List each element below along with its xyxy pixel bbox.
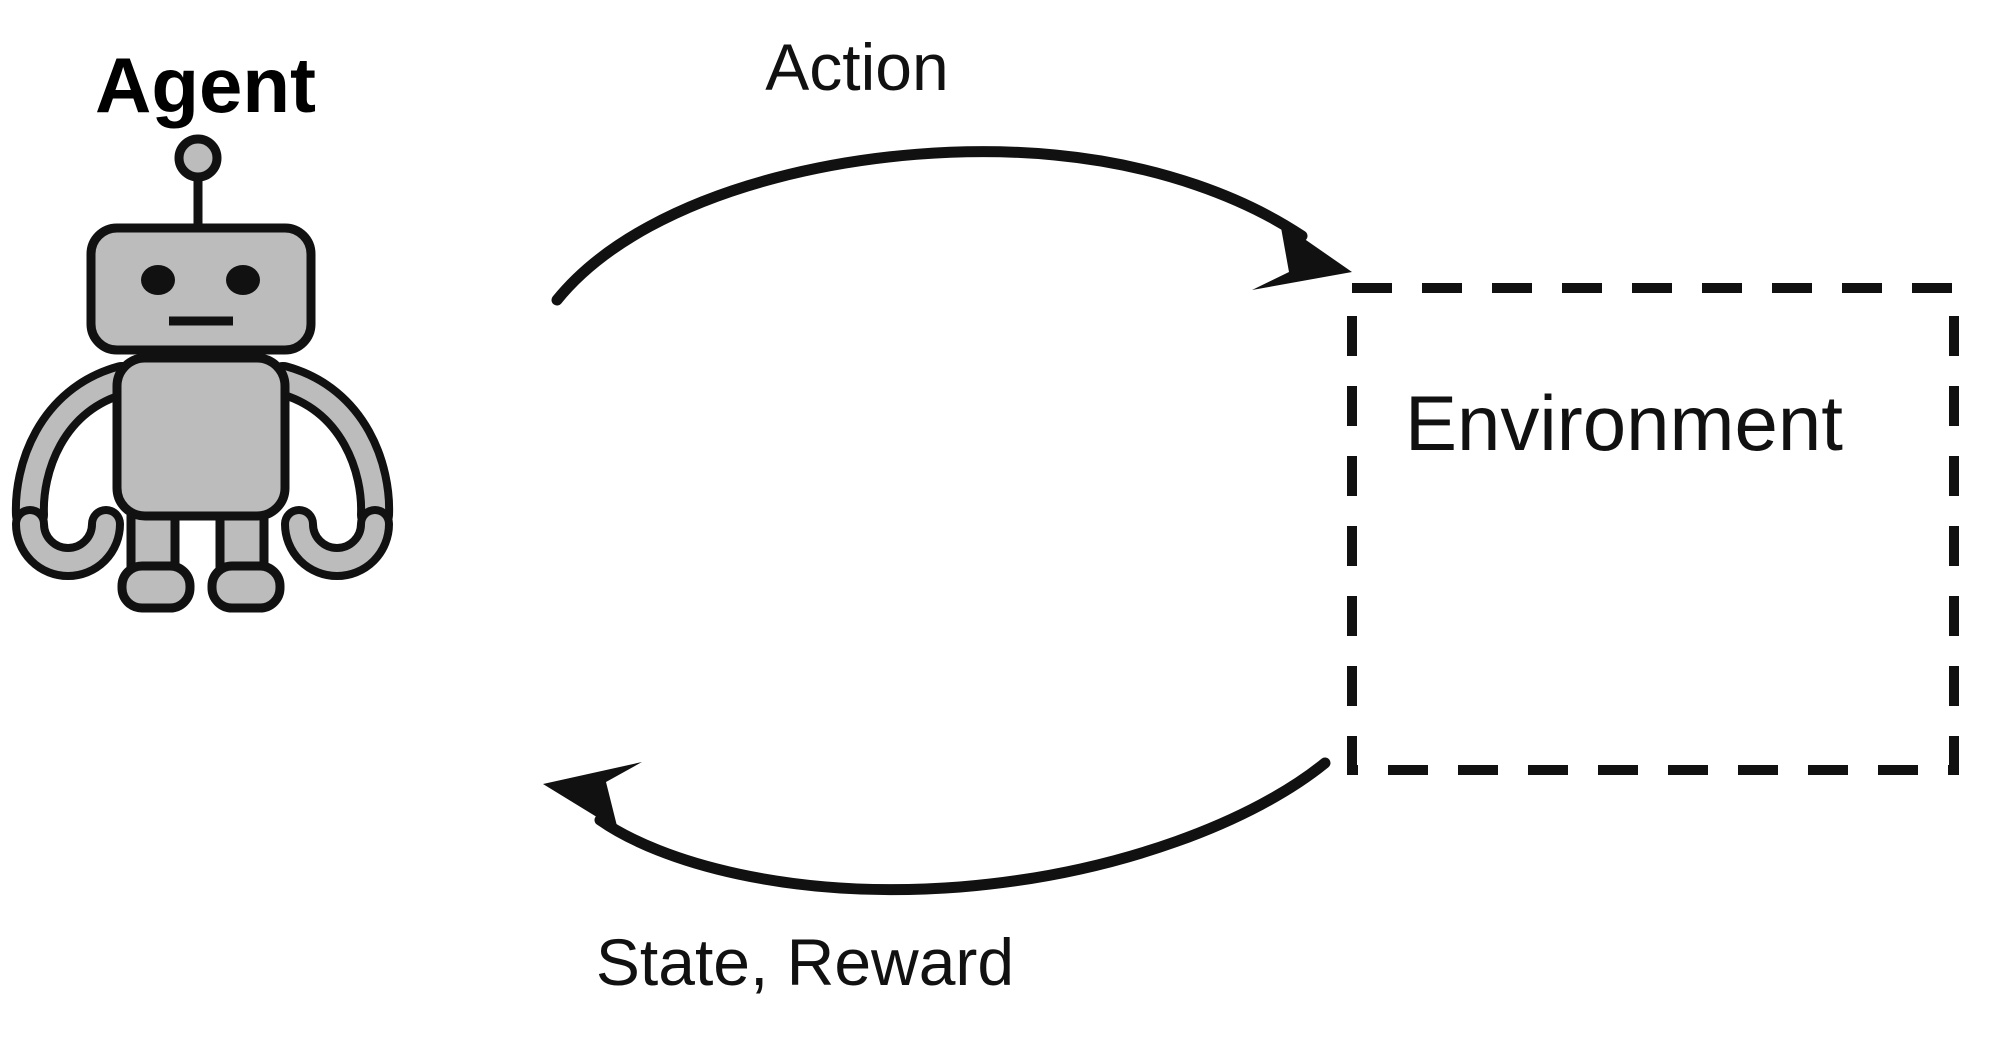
state-reward-arrowhead-icon xyxy=(543,762,642,830)
environment-label: Environment xyxy=(1405,379,1843,467)
action-label: Action xyxy=(765,30,948,104)
robot-head xyxy=(86,223,316,355)
robot-icon xyxy=(11,134,394,613)
robot-right-foot xyxy=(207,561,285,613)
action-arrow xyxy=(551,146,1352,306)
robot-left-eye xyxy=(141,265,175,295)
environment-box xyxy=(1347,283,1959,775)
robot-right-arm-fill xyxy=(273,370,386,525)
state-reward-label: State, Reward xyxy=(596,925,1014,999)
robot-torso xyxy=(112,353,290,521)
action-arrow-curve xyxy=(551,146,1308,306)
robot-left-arm-fill xyxy=(19,370,132,525)
robot-left-hand-fill xyxy=(20,514,116,572)
action-arrowhead-icon xyxy=(1252,222,1352,290)
robot-antenna-ball xyxy=(174,134,222,182)
robot-right-hand-fill xyxy=(289,514,385,572)
agent-label: Agent xyxy=(95,41,316,129)
state-reward-arrow xyxy=(543,757,1331,896)
state-reward-arrow-curve xyxy=(594,757,1331,896)
robot-right-eye xyxy=(226,265,260,295)
robot-left-foot xyxy=(117,561,195,613)
